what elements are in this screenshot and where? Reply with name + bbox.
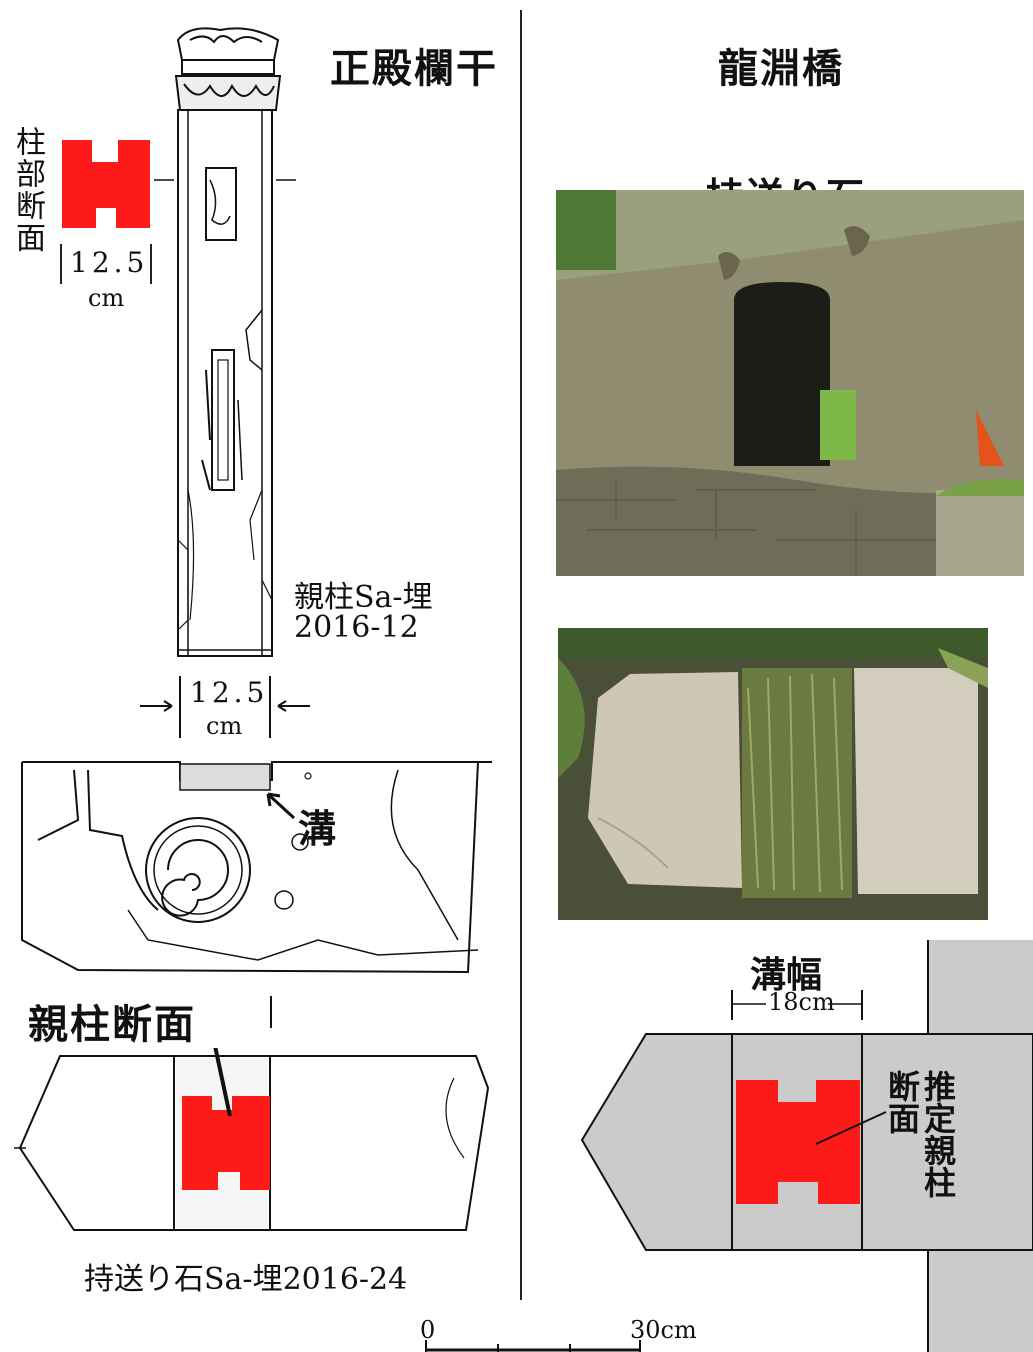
scale-zero: 0 <box>420 1316 436 1344</box>
estimated-section-diagram <box>580 940 1033 1352</box>
pillar-width-unit: cm <box>88 284 125 312</box>
corbel-top-photo <box>558 628 988 920</box>
top-width-value: 12.5 <box>190 676 269 709</box>
section-marker-line <box>270 996 272 1028</box>
pillar-caption-line2: 2016-12 <box>294 610 419 645</box>
section-red-shape <box>182 1096 270 1190</box>
center-divider <box>520 10 522 1300</box>
estimated-label-text: 推定親柱断面 <box>883 1070 957 1198</box>
top-width-unit: cm <box>206 712 243 740</box>
pillar-section-shape <box>62 140 150 228</box>
pillar-section-figure <box>62 140 150 228</box>
pillar-width-bracket <box>60 244 152 284</box>
estimated-label: 推定親柱断面 <box>883 1070 964 1221</box>
estimated-red-shape <box>736 1080 860 1204</box>
section-label: 親柱断面 <box>28 1002 196 1048</box>
right-title: 龍淵橋 <box>718 46 844 92</box>
bridge-wall-photo <box>556 190 1024 576</box>
top-width-dimension <box>140 676 310 738</box>
pillar-drawing <box>154 27 296 657</box>
groove-width-value: 18cm <box>768 988 835 1016</box>
scale-bar <box>425 1340 641 1352</box>
pillar-section-label: 柱部断面 <box>10 126 45 254</box>
pillar-width-value: 12.5 <box>70 246 149 279</box>
corbel-top-drawing <box>14 1048 490 1231</box>
left-title: 正殿欄干 <box>330 46 498 92</box>
corbel-side-drawing <box>21 761 492 974</box>
stone-caption: 持送り石Sa-埋2016-24 <box>84 1262 408 1297</box>
scale-max: 30cm <box>630 1316 697 1344</box>
groove-width-label: 溝幅 <box>750 955 823 996</box>
groove-label: 溝 <box>298 807 337 851</box>
pillar-caption-line1: 親柱Sa-埋 <box>294 580 433 615</box>
groove-width-bracket <box>731 990 863 1020</box>
